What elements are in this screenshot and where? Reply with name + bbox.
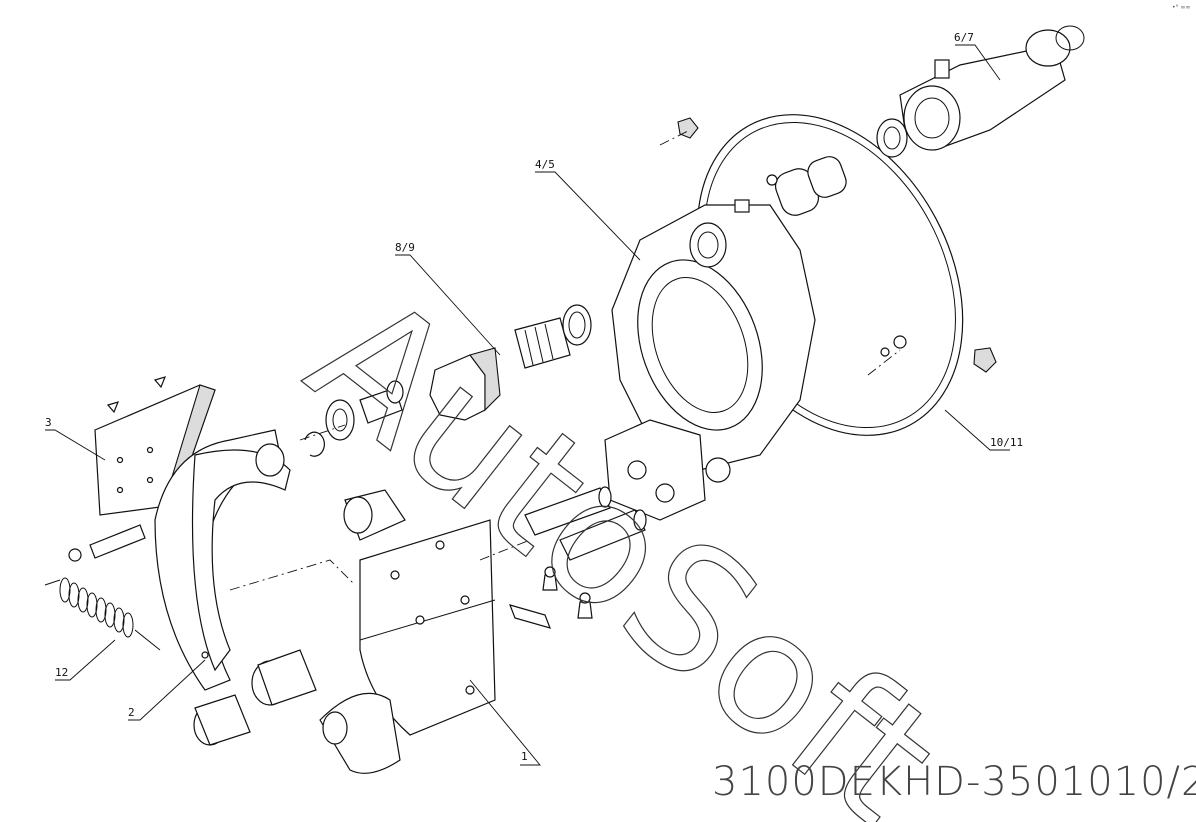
s-camshaft — [429, 304, 592, 421]
callout-6-7: 6/7 — [954, 31, 974, 44]
bushings — [193, 380, 647, 746]
callout-12: 12 — [55, 666, 68, 679]
corner-mark: •° ∞∞ — [1172, 4, 1190, 11]
shield-clips — [677, 117, 997, 373]
brake-shoe-2 — [154, 429, 291, 691]
callout-3: 3 — [45, 416, 52, 429]
callout-1: 1 — [521, 750, 528, 763]
callout-10-11: 10/11 — [990, 436, 1023, 449]
brake-shoe-1 — [319, 489, 496, 774]
leaders — [45, 44, 1010, 766]
callout-8-9: 8/9 — [395, 241, 415, 254]
slack-adjuster — [876, 25, 1085, 158]
drawing-number: 3100DEKHD-3501010/20 — [712, 759, 1196, 805]
callout-2: 2 — [128, 706, 135, 719]
brake-spider — [604, 156, 847, 521]
return-spring — [44, 524, 161, 651]
callout-4-5: 4/5 — [535, 158, 555, 171]
